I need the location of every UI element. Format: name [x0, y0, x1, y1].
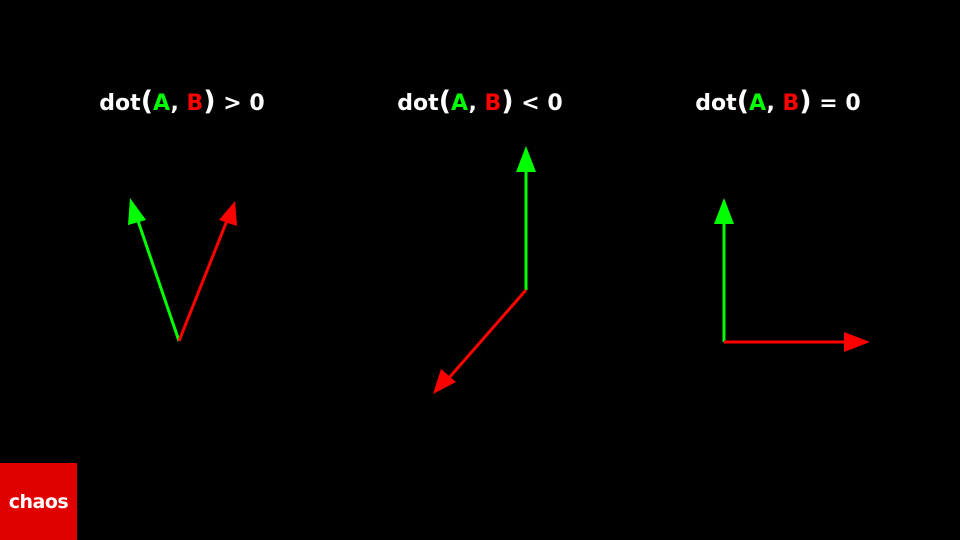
dot-label: dot: [397, 91, 439, 116]
vector-b-label: B: [484, 91, 502, 116]
vector-a-label: A: [153, 91, 171, 116]
panel-3-vectors: [714, 198, 870, 352]
vector-b-label: B: [186, 91, 204, 116]
separator: ,: [170, 91, 187, 116]
vector-a-label: A: [749, 91, 767, 116]
open-paren: (: [736, 86, 750, 117]
vector-b-arrowhead: [433, 369, 456, 394]
vector-a-arrowhead: [714, 198, 734, 224]
close-paren: ): [501, 86, 514, 117]
vector-a-arrowhead: [128, 198, 146, 225]
close-paren: ): [799, 86, 812, 117]
vector-a-arrowhead: [516, 146, 536, 172]
vector-a-arrow: [134, 214, 181, 342]
relation-label: = 0: [811, 91, 861, 116]
relation-label: < 0: [513, 91, 563, 116]
vector-b-arrow: [446, 289, 528, 380]
panel-1-title: dot(A, B) > 0: [52, 86, 312, 117]
open-paren: (: [438, 86, 452, 117]
panel-2-vectors: [433, 146, 536, 394]
panel-2-title: dot(A, B) < 0: [350, 86, 610, 117]
vector-b-label: B: [782, 91, 800, 116]
dot-label: dot: [99, 91, 141, 116]
vector-b-arrow: [177, 217, 230, 342]
vector-b-arrowhead: [219, 201, 237, 226]
open-paren: (: [140, 86, 154, 117]
chaos-logo: chaos: [0, 463, 77, 540]
close-paren: ): [203, 86, 216, 117]
separator: ,: [468, 91, 485, 116]
separator: ,: [766, 91, 783, 116]
logo-text: chaos: [8, 490, 69, 513]
vector-b-arrowhead: [844, 332, 870, 352]
panel-3-title: dot(A, B) = 0: [648, 86, 908, 117]
vector-a-label: A: [451, 91, 469, 116]
dot-label: dot: [695, 91, 737, 116]
relation-label: > 0: [215, 91, 265, 116]
panel-1-vectors: [128, 198, 237, 342]
